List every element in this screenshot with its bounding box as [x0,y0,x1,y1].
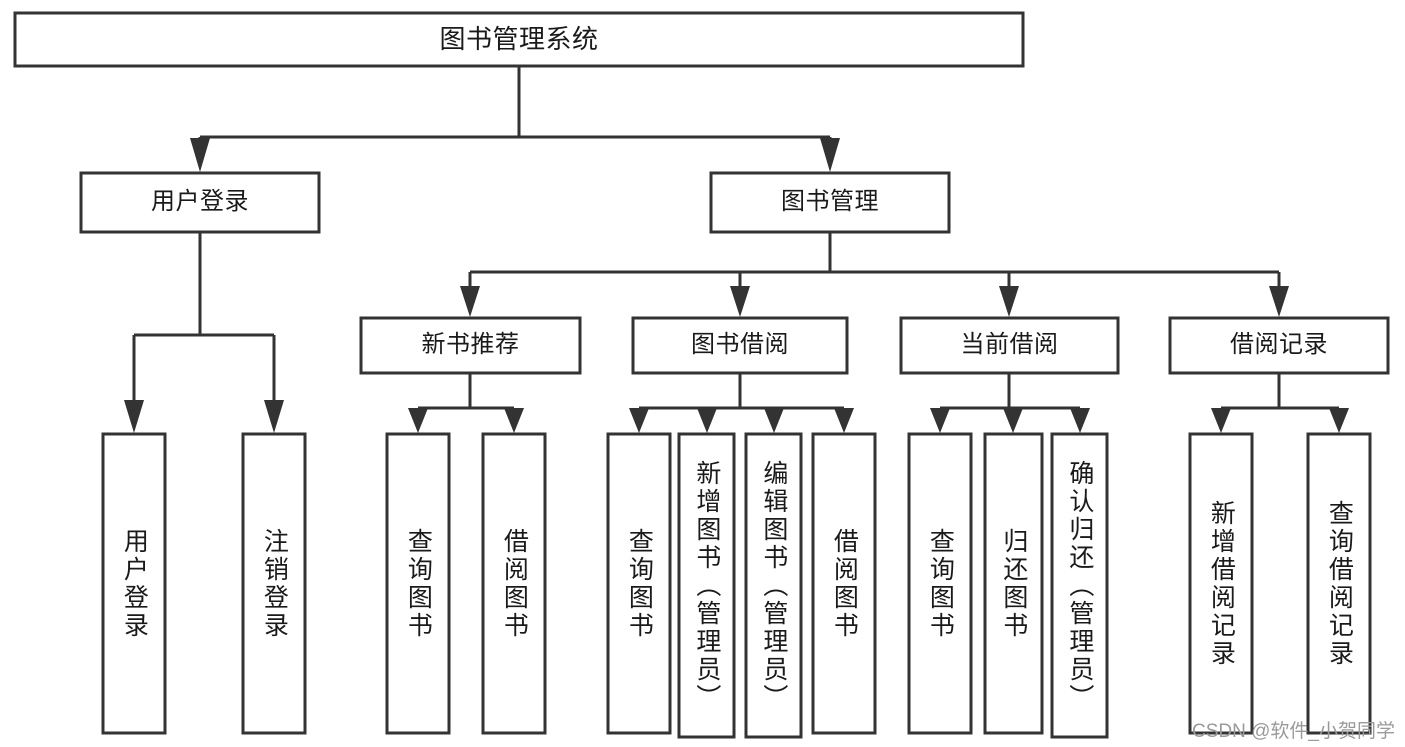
arrow-to-leaf-query-book-1 [408,408,428,433]
arrow-to-leaf-user-login [124,400,144,433]
node-box-new-book-rec[interactable] [359,316,582,375]
arrow-to-leaf-add-book [697,408,717,433]
node-box-root[interactable] [13,11,1025,68]
arrow-to-leaf-edit-book [764,408,784,433]
node-box-borrow-record[interactable] [1168,316,1390,375]
node-box-leaf-add-book[interactable] [677,432,736,739]
node-box-user-login[interactable] [79,171,321,234]
arrow-to-leaf-confirm-return [1070,408,1090,433]
node-box-leaf-query-record[interactable] [1306,432,1372,735]
arrow-to-leaf-query-record [1329,408,1349,433]
arrow-to-new-book-rec [460,286,480,317]
arrow-to-book-borrow [730,286,750,317]
node-rectangles [13,11,1390,739]
edge-group-current-borrow [930,373,1090,433]
node-box-book-manage[interactable] [709,171,951,234]
node-box-current-borrow[interactable] [899,316,1120,375]
node-box-leaf-borrow-book-2[interactable] [811,432,877,735]
arrow-to-leaf-query-book-2 [629,408,649,433]
edge-group-book-borrow [629,373,854,433]
arrow-to-current-borrow [999,286,1019,317]
node-box-leaf-edit-book[interactable] [744,432,803,739]
edge-group-root [190,66,840,172]
arrow-to-leaf-borrow-book-2 [834,408,854,433]
edge-group-user-login [124,232,284,433]
node-box-leaf-user-login[interactable] [101,432,167,735]
arrow-to-leaf-borrow-book-1 [504,408,524,433]
node-box-leaf-return-book[interactable] [983,432,1044,735]
arrow-to-borrow-record [1269,286,1289,317]
node-box-leaf-query-book-1[interactable] [385,432,451,735]
edge-group-new-book-rec [408,373,524,433]
arrow-to-leaf-return-book [1003,408,1023,433]
arrow-root-to-book-manage [820,138,840,172]
node-box-leaf-confirm-return[interactable] [1050,432,1109,739]
node-box-leaf-query-book-3[interactable] [907,432,973,735]
arrow-to-leaf-query-book-3 [930,408,950,433]
node-box-leaf-logout[interactable] [241,432,307,735]
node-box-leaf-add-record[interactable] [1188,432,1254,735]
arrow-root-to-user-login [190,138,210,172]
edge-group-borrow-record [1211,373,1349,433]
arrow-to-leaf-add-record [1211,408,1231,433]
arrow-to-leaf-logout [264,400,284,433]
node-box-book-borrow[interactable] [631,316,849,375]
node-box-leaf-borrow-book-1[interactable] [481,432,547,735]
node-box-leaf-query-book-2[interactable] [606,432,672,735]
edge-group-book-manage [460,232,1289,317]
